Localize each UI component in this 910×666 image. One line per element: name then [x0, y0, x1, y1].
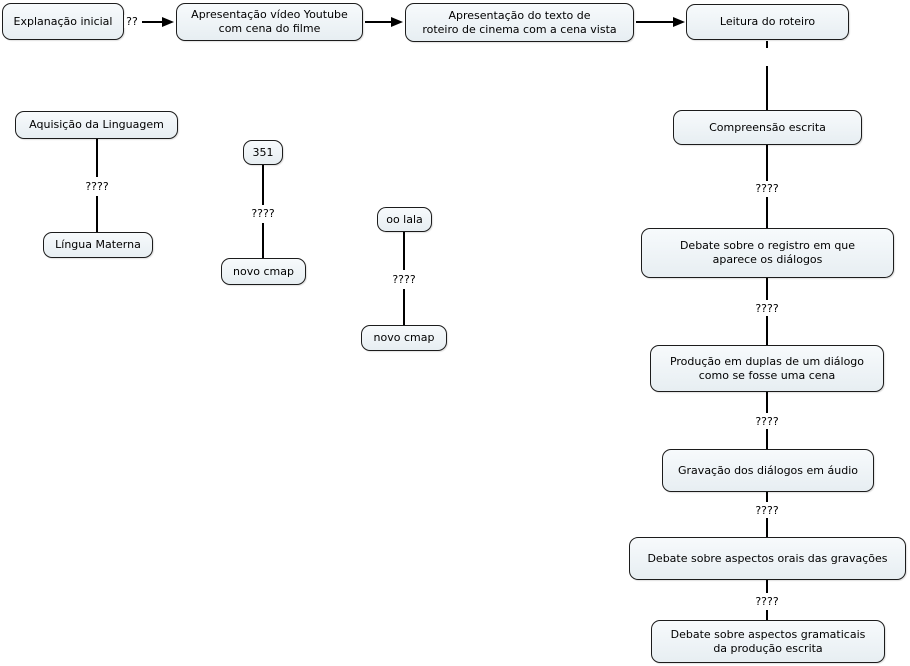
- connector-351-to-novo-cmap: [262, 223, 264, 258]
- link-label-debate-registro-to-producao[interactable]: ????: [753, 302, 781, 315]
- node-explanacao-inicial[interactable]: Explanação inicial: [2, 3, 124, 40]
- arrowhead-right-icon: [673, 17, 685, 27]
- node-debate-orais[interactable]: Debate sobre aspectos orais das gravaçõe…: [629, 537, 906, 580]
- connector-debate-orais-to-gramaticais: [766, 610, 768, 620]
- node-novo-cmap-2[interactable]: novo cmap: [361, 325, 447, 351]
- connector-aquisicao-to-lingua: [96, 196, 98, 232]
- connector-debate-orais-to-gramaticais: [766, 580, 768, 593]
- connector-producao-to-gravacao: [766, 392, 768, 413]
- link-label-aquisicao-to-lingua[interactable]: ????: [83, 180, 111, 193]
- connector-gravacao-to-debate-orais: [766, 492, 768, 502]
- connector-video-to-texto: [365, 21, 392, 23]
- connector-compreensao-to-debate-registro: [766, 145, 768, 181]
- node-lingua-materna[interactable]: Língua Materna: [43, 232, 153, 258]
- node-apresentacao-texto[interactable]: Apresentação do texto de roteiro de cine…: [405, 3, 634, 42]
- connector-producao-to-gravacao: [766, 429, 768, 449]
- node-oo-lala[interactable]: oo lala: [377, 207, 432, 232]
- node-debate-registro[interactable]: Debate sobre o registro em que aparece o…: [641, 228, 894, 278]
- node-apresentacao-video[interactable]: Apresentação vídeo Youtube com cena do f…: [176, 3, 363, 41]
- connector-gravacao-to-debate-orais: [766, 518, 768, 537]
- connector-leitura-to-compreensao: [766, 66, 768, 111]
- connector-aquisicao-to-lingua: [96, 139, 98, 177]
- arrowhead-right-icon: [391, 17, 403, 27]
- connector-debate-registro-to-producao: [766, 278, 768, 300]
- link-label-351-to-novo-cmap[interactable]: ????: [249, 207, 277, 220]
- node-351[interactable]: 351: [243, 140, 283, 165]
- node-gravacao-dialogos[interactable]: Gravação dos diálogos em áudio: [662, 449, 874, 492]
- link-label-explanacao-to-video[interactable]: ??: [124, 15, 140, 28]
- connector-texto-to-leitura: [636, 21, 674, 23]
- node-compreensao-escrita[interactable]: Compreensão escrita: [673, 110, 862, 145]
- connector-oo-lala-to-novo-cmap: [403, 232, 405, 270]
- connector-compreensao-to-debate-registro: [766, 197, 768, 228]
- arrowhead-right-icon: [162, 17, 174, 27]
- link-label-producao-to-gravacao[interactable]: ????: [753, 415, 781, 428]
- connector-debate-registro-to-producao: [766, 316, 768, 345]
- link-label-compreensao-to-debate-registro[interactable]: ????: [753, 182, 781, 195]
- node-novo-cmap-1[interactable]: novo cmap: [221, 258, 306, 285]
- link-label-gravacao-to-debate-orais[interactable]: ????: [753, 504, 781, 517]
- node-producao-duplas[interactable]: Produção em duplas de um diálogo como se…: [650, 345, 884, 392]
- link-label-oo-lala-to-novo-cmap[interactable]: ????: [390, 273, 418, 286]
- connector-351-to-novo-cmap: [262, 165, 264, 205]
- connector-oo-lala-to-novo-cmap: [403, 289, 405, 325]
- connector-leitura-to-compreensao: [766, 41, 768, 48]
- link-label-debate-orais-to-gramaticais[interactable]: ????: [753, 595, 781, 608]
- node-leitura-roteiro[interactable]: Leitura do roteiro: [686, 4, 849, 40]
- connector-explanacao-to-video: [142, 21, 164, 23]
- node-aquisicao-linguagem[interactable]: Aquisição da Linguagem: [15, 111, 178, 139]
- node-debate-gramaticais[interactable]: Debate sobre aspectos gramaticais da pro…: [651, 620, 885, 663]
